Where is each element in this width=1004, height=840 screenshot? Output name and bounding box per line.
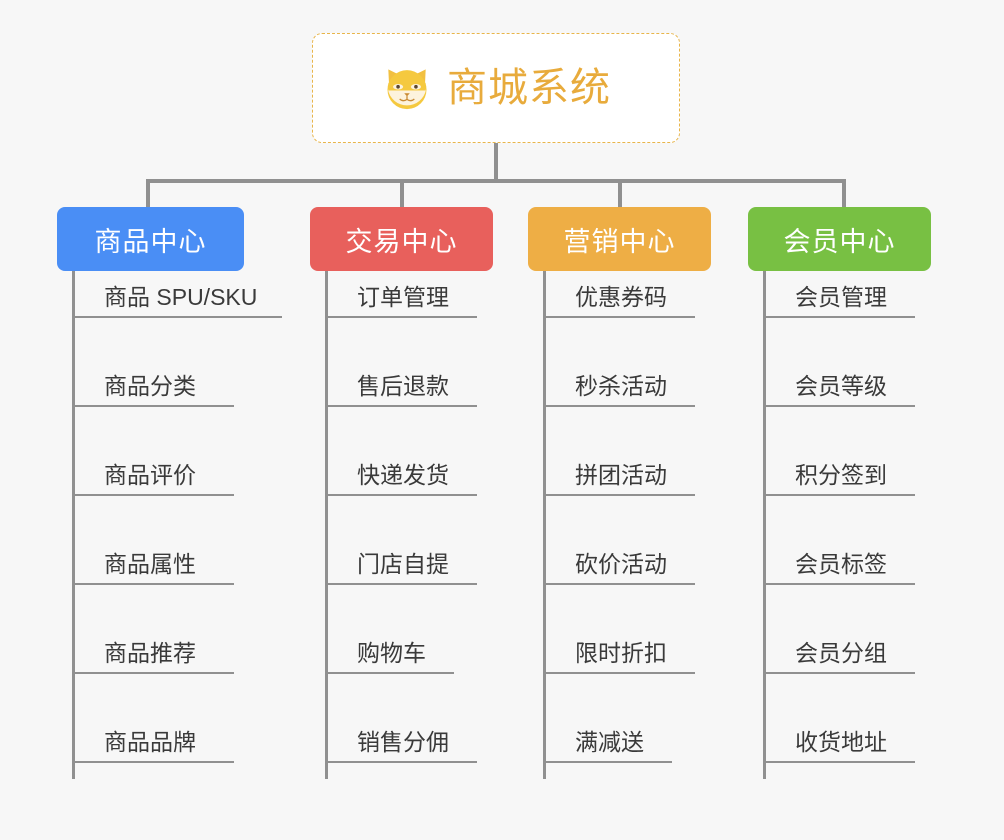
- leaf-label: 拼团活动: [575, 462, 667, 488]
- leaf-label: 购物车: [357, 640, 426, 666]
- branch-trunk-member: [763, 271, 766, 779]
- branch-header-label: 商品中心: [94, 226, 207, 257]
- leaf-item[interactable]: 会员标签: [763, 551, 915, 586]
- connector-drop-trade: [400, 179, 404, 209]
- leaf-label: 会员标签: [795, 551, 887, 577]
- leaf-label: 商品 SPU/SKU: [104, 284, 258, 310]
- leaf-item[interactable]: 满减送: [543, 729, 672, 764]
- leaf-label: 销售分佣: [357, 729, 449, 755]
- branch-trade: 交易中心 订单管理 售后退款 快递发货 门店自提 购物车 销售分佣: [310, 207, 493, 779]
- leaf-item[interactable]: 商品推荐: [72, 640, 234, 675]
- connector-drop-marketing: [618, 179, 622, 209]
- leaf-label: 商品评价: [104, 462, 196, 488]
- leaf-item[interactable]: 销售分佣: [325, 729, 477, 764]
- leaf-item[interactable]: 会员管理: [763, 284, 915, 319]
- leaf-item[interactable]: 商品 SPU/SKU: [72, 284, 282, 319]
- leaf-item[interactable]: 商品分类: [72, 373, 234, 408]
- branch-header-label: 交易中心: [345, 226, 458, 257]
- branch-header-marketing[interactable]: 营销中心: [528, 207, 711, 271]
- connector-drop-product: [146, 179, 150, 209]
- leaf-item[interactable]: 商品评价: [72, 462, 234, 497]
- branch-trunk-product: [72, 271, 75, 779]
- leaf-label: 会员管理: [795, 284, 887, 310]
- root-node[interactable]: 商城系统: [312, 33, 680, 143]
- leaf-label: 商品推荐: [104, 640, 196, 666]
- leaf-label: 限时折扣: [575, 640, 667, 666]
- leaf-item[interactable]: 限时折扣: [543, 640, 695, 675]
- branch-trunk-trade: [325, 271, 328, 779]
- leaf-item[interactable]: 秒杀活动: [543, 373, 695, 408]
- connector-horizontal-bus: [146, 179, 846, 183]
- leaf-label: 商品分类: [104, 373, 196, 399]
- leaf-label: 售后退款: [357, 373, 449, 399]
- leaf-label: 商品属性: [104, 551, 196, 577]
- leaf-label: 会员等级: [795, 373, 887, 399]
- leaf-item[interactable]: 购物车: [325, 640, 454, 675]
- leaf-label: 满减送: [575, 729, 644, 755]
- leaf-item[interactable]: 售后退款: [325, 373, 477, 408]
- branch-header-trade[interactable]: 交易中心: [310, 207, 493, 271]
- root-title: 商城系统: [447, 66, 611, 110]
- leaf-label: 秒杀活动: [575, 373, 667, 399]
- branch-member: 会员中心 会员管理 会员等级 积分签到 会员标签 会员分组 收货地址: [748, 207, 931, 779]
- leaf-item[interactable]: 商品属性: [72, 551, 234, 586]
- leaf-label: 积分签到: [795, 462, 887, 488]
- leaf-item[interactable]: 订单管理: [325, 284, 477, 319]
- leaf-label: 会员分组: [795, 640, 887, 666]
- leaf-item[interactable]: 积分签到: [763, 462, 915, 497]
- branch-trunk-marketing: [543, 271, 546, 779]
- leaf-item[interactable]: 门店自提: [325, 551, 477, 586]
- branch-marketing: 营销中心 优惠券码 秒杀活动 拼团活动 砍价活动 限时折扣 满减送: [528, 207, 711, 779]
- leaf-item[interactable]: 商品品牌: [72, 729, 234, 764]
- leaf-item[interactable]: 拼团活动: [543, 462, 695, 497]
- leaf-item[interactable]: 收货地址: [763, 729, 915, 764]
- leaf-item[interactable]: 快递发货: [325, 462, 477, 497]
- branch-header-product[interactable]: 商品中心: [57, 207, 244, 271]
- leaf-item[interactable]: 砍价活动: [543, 551, 695, 586]
- leaf-label: 快递发货: [357, 462, 449, 488]
- branch-header-member[interactable]: 会员中心: [748, 207, 931, 271]
- leaf-label: 砍价活动: [575, 551, 667, 577]
- connector-drop-member: [842, 179, 846, 209]
- leaf-item[interactable]: 优惠券码: [543, 284, 695, 319]
- leaf-label: 收货地址: [795, 729, 887, 755]
- leaf-item[interactable]: 会员等级: [763, 373, 915, 408]
- leaf-item[interactable]: 会员分组: [763, 640, 915, 675]
- branch-product: 商品中心 商品 SPU/SKU 商品分类 商品评价 商品属性 商品推荐 商品品牌: [57, 207, 282, 779]
- connector-root-stem: [494, 143, 498, 181]
- shiba-inu-icon: [381, 62, 433, 114]
- leaf-label: 订单管理: [357, 284, 449, 310]
- leaf-label: 门店自提: [357, 551, 449, 577]
- branch-header-label: 会员中心: [783, 226, 896, 257]
- leaf-label: 商品品牌: [104, 729, 196, 755]
- leaf-label: 优惠券码: [575, 284, 667, 310]
- branch-header-label: 营销中心: [563, 226, 676, 257]
